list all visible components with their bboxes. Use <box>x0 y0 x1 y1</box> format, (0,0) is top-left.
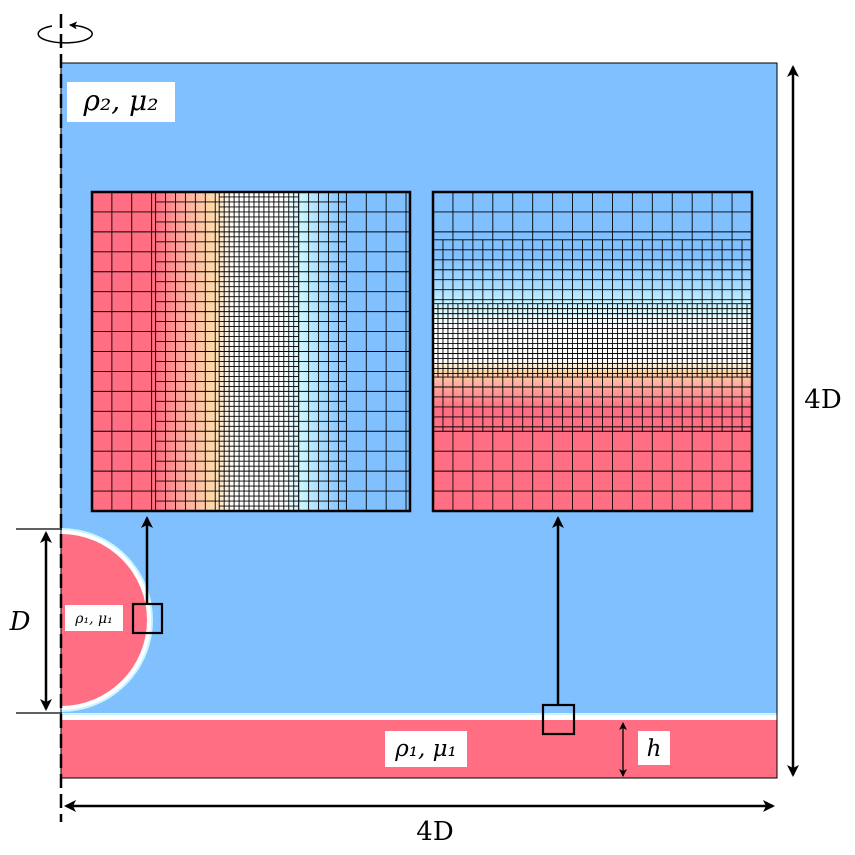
inset-mesh-grid <box>432 191 753 512</box>
drop-fluid-label: ρ₁, μ₁ <box>74 611 112 627</box>
inset-mesh-grid <box>91 191 410 512</box>
diameter-label: D <box>9 607 31 637</box>
film-height-label: h <box>647 736 662 762</box>
diameter-dimension <box>16 528 62 714</box>
film-fluid-label: ρ₁, μ₁ <box>394 736 457 762</box>
zoom-inset-film-interface <box>431 190 754 513</box>
rotation-axis-icon <box>37 21 93 44</box>
film-height-label-box: h <box>638 731 670 765</box>
outer-fluid-label: ρ₂, μ₂ <box>83 84 159 117</box>
film-fluid-label-box: ρ₁, μ₁ <box>385 731 467 767</box>
domain-width-label: 4D <box>416 817 453 847</box>
diameter-label-box: D <box>2 603 40 639</box>
outer-fluid-label-box: ρ₂, μ₂ <box>67 82 175 122</box>
domain-height-label: 4D <box>804 385 841 415</box>
drop-fluid-label-box: ρ₁, μ₁ <box>65 605 123 631</box>
zoom-inset-drop-interface <box>90 190 412 513</box>
